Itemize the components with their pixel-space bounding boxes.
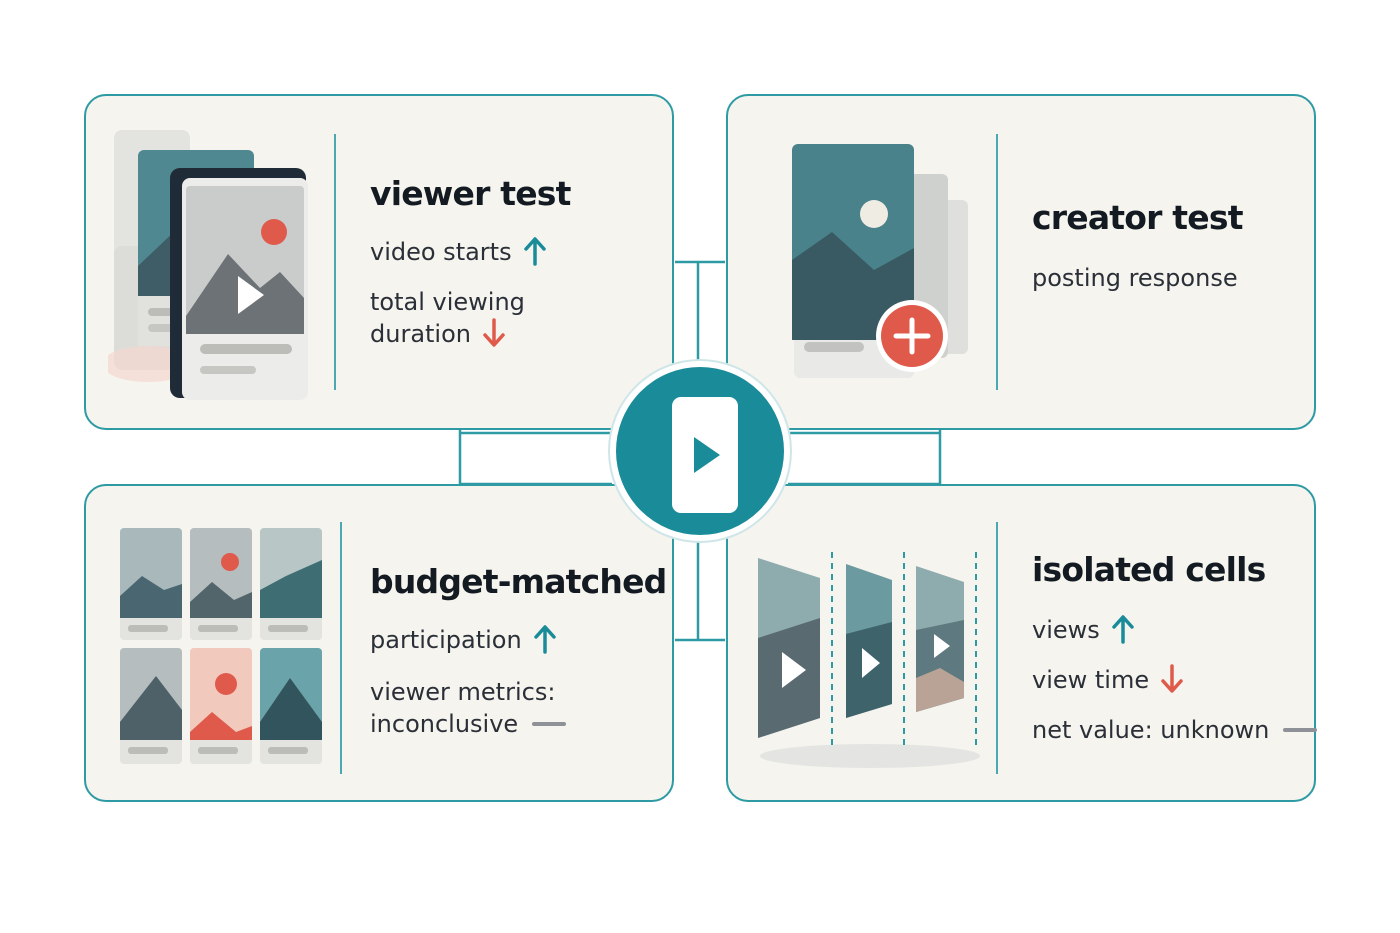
arrow-down-icon bbox=[1161, 664, 1183, 693]
card-isolated-cells: isolated cells views view time net value… bbox=[726, 484, 1318, 802]
metric-label: posting response bbox=[1032, 264, 1238, 292]
metric-label-line2: duration bbox=[370, 320, 471, 348]
connector-right bbox=[788, 430, 942, 486]
card-divider bbox=[996, 134, 998, 390]
neutral-dash-icon bbox=[1283, 728, 1318, 732]
card-divider bbox=[334, 134, 336, 390]
arrow-down-icon bbox=[483, 318, 505, 347]
neutral-dash-icon bbox=[532, 722, 567, 726]
metric-views: views bbox=[1032, 614, 1134, 646]
metric-label: views bbox=[1032, 616, 1100, 644]
center-hub bbox=[610, 361, 790, 541]
card-title: viewer test bbox=[370, 174, 571, 213]
metric-posting-response: posting response bbox=[1032, 262, 1238, 294]
arrow-up-icon bbox=[533, 625, 556, 654]
metric-viewer-metrics: viewer metrics: inconclusive bbox=[370, 676, 567, 740]
metric-label: participation bbox=[370, 626, 522, 654]
metric-viewing-duration: total viewing duration bbox=[370, 286, 525, 350]
arrow-up-icon bbox=[523, 237, 546, 266]
isolated-cells-illustration bbox=[758, 552, 980, 768]
arrow-up-icon bbox=[1112, 615, 1134, 644]
phone-icon bbox=[672, 397, 738, 513]
metric-video-starts: video starts bbox=[370, 236, 546, 268]
metric-net-value: net value: unknown bbox=[1032, 714, 1318, 746]
card-divider bbox=[996, 522, 998, 774]
metric-label: video starts bbox=[370, 238, 512, 266]
metric-label: net value: unknown bbox=[1032, 716, 1270, 744]
metric-view-time: view time bbox=[1032, 664, 1183, 696]
viewer-phone-illustration bbox=[108, 130, 308, 400]
card-title: creator test bbox=[1032, 198, 1243, 237]
card-title: isolated cells bbox=[1032, 550, 1266, 589]
metric-label-line1: viewer metrics: bbox=[370, 678, 556, 706]
card-budget-matched: budget-matched participation viewer metr… bbox=[84, 484, 674, 802]
metric-label: view time bbox=[1032, 666, 1150, 694]
metric-label-line2: inconclusive bbox=[370, 710, 519, 738]
play-icon bbox=[694, 437, 720, 473]
thumbnail-grid-illustration bbox=[120, 528, 322, 764]
metric-label-line1: total viewing bbox=[370, 288, 525, 316]
card-title: budget-matched bbox=[370, 562, 667, 601]
card-divider bbox=[340, 522, 342, 774]
metric-participation: participation bbox=[370, 624, 556, 656]
connector-left bbox=[458, 430, 612, 486]
card-creator-test: creator test posting response bbox=[726, 94, 1316, 430]
card-viewer-test: viewer test video starts total viewing d… bbox=[84, 94, 674, 430]
creator-upload-illustration bbox=[792, 144, 968, 378]
